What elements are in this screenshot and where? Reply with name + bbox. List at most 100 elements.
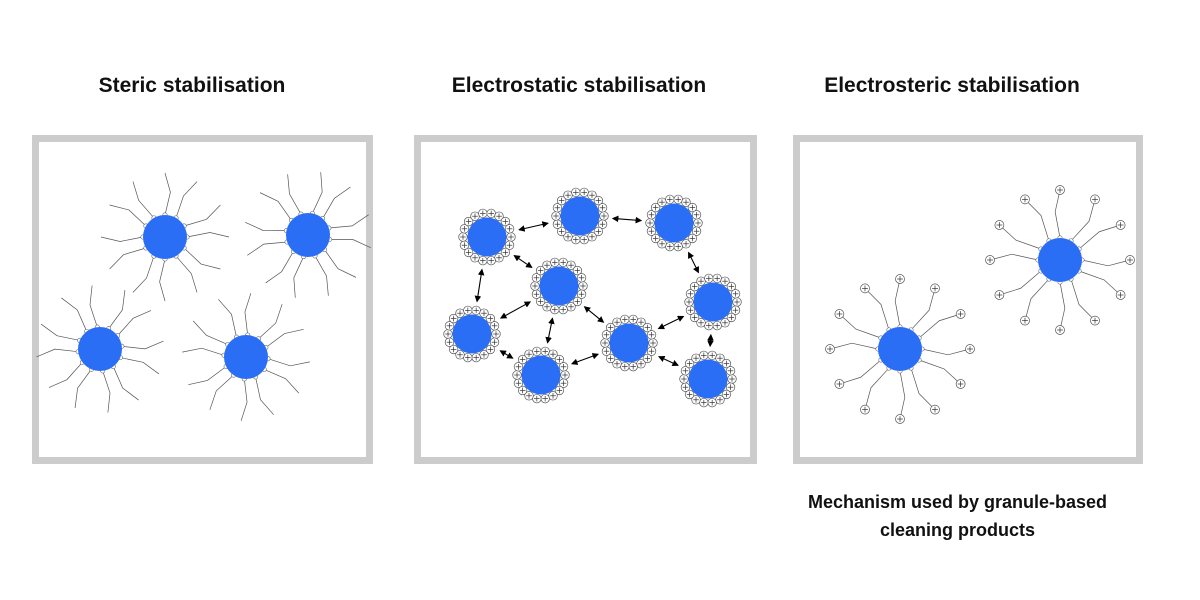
positive-charge-icon bbox=[572, 296, 583, 307]
polymer-chain bbox=[120, 357, 160, 375]
polymer-chain bbox=[899, 370, 906, 420]
positive-charge-icon bbox=[601, 330, 612, 340]
polymer-chain bbox=[1078, 270, 1121, 296]
positive-charge-icon bbox=[1125, 255, 1135, 265]
positive-charge-icon bbox=[685, 289, 696, 299]
positive-charge-icon bbox=[1115, 290, 1126, 300]
positive-charge-icon bbox=[657, 239, 667, 249]
positive-charge-icon bbox=[726, 312, 737, 323]
particle-core bbox=[539, 266, 579, 306]
positive-charge-icon bbox=[517, 354, 528, 365]
positive-charge-icon bbox=[646, 346, 657, 356]
repulsion-arrow bbox=[658, 355, 679, 367]
positive-charge-icon bbox=[1090, 194, 1100, 205]
particle-2 bbox=[985, 185, 1135, 335]
repulsion-arrow bbox=[499, 301, 532, 319]
polymer-chain bbox=[183, 247, 221, 270]
positive-charge-icon bbox=[721, 358, 732, 369]
polymer-chain bbox=[839, 359, 882, 385]
particle-core bbox=[560, 196, 600, 236]
polymer-chain bbox=[258, 304, 283, 340]
positive-charge-icon bbox=[530, 281, 540, 291]
polymer-chain bbox=[989, 253, 1039, 261]
positive-charge-icon bbox=[689, 312, 700, 323]
positive-charge-icon bbox=[612, 317, 622, 327]
polymer-chain bbox=[218, 299, 237, 338]
repulsion-arrow bbox=[707, 333, 714, 348]
particle-8 bbox=[512, 346, 570, 404]
positive-charge-icon bbox=[550, 304, 560, 315]
positive-charge-icon bbox=[552, 219, 563, 229]
positive-charge-icon bbox=[825, 344, 835, 354]
positive-charge-icon bbox=[726, 281, 737, 292]
positive-charge-icon bbox=[720, 276, 730, 286]
positive-charge-icon bbox=[645, 218, 655, 228]
particle-7 bbox=[600, 314, 658, 372]
positive-charge-icon bbox=[517, 385, 528, 396]
polymer-chain bbox=[182, 347, 225, 356]
polymer-chain bbox=[264, 369, 300, 394]
polymer-chain bbox=[244, 293, 252, 336]
polymer-chain bbox=[74, 369, 92, 408]
polymer-chain bbox=[265, 328, 304, 348]
polymer-chain bbox=[40, 323, 80, 341]
positive-charge-icon bbox=[707, 350, 717, 361]
particle-core bbox=[224, 335, 268, 379]
polymer-chain bbox=[1070, 278, 1096, 321]
polymer-chain bbox=[324, 249, 357, 278]
caption-line-2: cleaning products bbox=[879, 520, 1036, 540]
positive-charge-icon bbox=[463, 305, 473, 316]
positive-charge-icon bbox=[459, 240, 470, 250]
positive-charge-icon bbox=[448, 313, 459, 324]
polymer-chain bbox=[1024, 278, 1050, 321]
positive-charge-icon bbox=[605, 353, 616, 364]
polymer-chain bbox=[864, 288, 890, 331]
electrosteric-panel bbox=[793, 135, 1143, 464]
polymer-chain bbox=[265, 251, 294, 284]
positive-charge-icon bbox=[500, 247, 511, 258]
polymer-chain bbox=[312, 172, 323, 214]
positive-charge-icon bbox=[443, 329, 453, 339]
polymer-chain bbox=[314, 255, 329, 296]
polymer-chain bbox=[36, 348, 79, 358]
particle-core bbox=[609, 323, 649, 363]
positive-charge-icon bbox=[1090, 315, 1100, 326]
polymer-chain bbox=[48, 362, 83, 388]
positive-charge-icon bbox=[506, 232, 516, 242]
positive-charge-icon bbox=[1020, 194, 1030, 205]
positive-charge-icon bbox=[1055, 185, 1065, 195]
positive-charge-icon bbox=[535, 265, 546, 276]
repulsion-arrow bbox=[499, 350, 514, 359]
electrosteric-diagram bbox=[825, 185, 1135, 424]
positive-charge-icon bbox=[650, 202, 661, 213]
polymer-chain bbox=[183, 204, 221, 227]
positive-charge-icon bbox=[531, 273, 542, 283]
polymer-chain bbox=[918, 359, 961, 385]
positive-charge-icon bbox=[704, 273, 714, 284]
polymer-chain bbox=[267, 358, 310, 367]
positive-charge-icon bbox=[730, 289, 741, 299]
electrostatic-panel bbox=[414, 135, 757, 464]
positive-charge-icon bbox=[930, 283, 940, 294]
positive-charge-icon bbox=[491, 329, 501, 339]
positive-charge-icon bbox=[657, 197, 667, 207]
positive-charge-icon bbox=[681, 239, 691, 249]
positive-charge-icon bbox=[691, 226, 702, 236]
positive-charge-icon bbox=[479, 308, 489, 318]
particle-core bbox=[878, 327, 922, 371]
polymer-chain bbox=[921, 348, 971, 356]
positive-charge-icon bbox=[471, 305, 481, 316]
positive-charge-icon bbox=[650, 233, 661, 244]
repulsion-arrow bbox=[611, 215, 643, 224]
particle-core bbox=[1038, 238, 1082, 282]
polymer-chain bbox=[829, 342, 879, 350]
repulsion-arrow bbox=[513, 254, 533, 269]
positive-charge-icon bbox=[1055, 325, 1065, 335]
particle-3 bbox=[645, 194, 703, 252]
positive-charge-icon bbox=[532, 346, 542, 357]
steric-panel bbox=[32, 135, 373, 464]
polymer-chain bbox=[259, 192, 292, 221]
polymer-chain bbox=[287, 174, 302, 215]
positive-charge-icon bbox=[444, 337, 455, 347]
polymer-chain bbox=[1070, 199, 1096, 242]
